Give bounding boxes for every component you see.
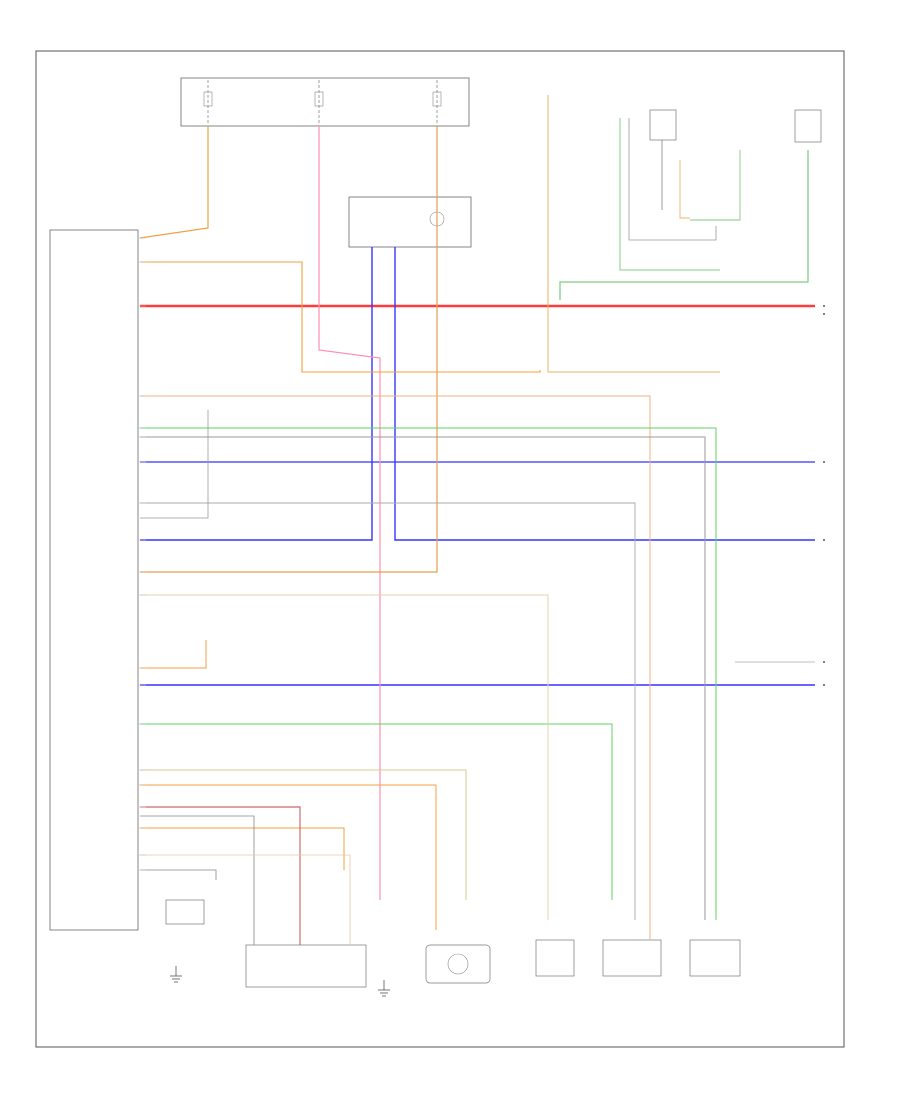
connector-top-1	[649, 109, 677, 141]
wire-tan-3	[679, 160, 690, 219]
wire-orange-3	[140, 126, 438, 573]
wire-blue-2	[140, 247, 373, 541]
component-injectors	[245, 944, 367, 988]
wire-green-4	[559, 150, 809, 300]
fuse-1	[203, 80, 213, 124]
ground-symbol-right	[378, 980, 390, 997]
wire-orange-7	[140, 784, 437, 930]
wire-pink	[318, 126, 381, 900]
wire-orange-2	[140, 261, 541, 373]
wire-gray-4	[628, 118, 717, 241]
wire-gray-2	[140, 502, 636, 920]
component-pressure-sensor	[689, 939, 741, 977]
relay-box	[348, 196, 472, 248]
fuse-3	[432, 80, 442, 124]
fuse-2	[314, 80, 324, 124]
wire-green-1	[140, 427, 717, 920]
ecm-pin-ticks	[138, 237, 146, 871]
component-fuel-gauge	[535, 939, 575, 977]
wire-blue-3	[394, 247, 815, 541]
component-switch	[165, 899, 205, 925]
component-fuel-tank-sensor	[602, 939, 662, 977]
wire-gray-3	[140, 410, 209, 519]
wire-tan-1	[140, 594, 549, 920]
wire-tan-6	[140, 854, 351, 945]
wire-green-3	[619, 118, 720, 271]
connector-top-2	[794, 109, 822, 143]
wire-green-2	[140, 723, 613, 900]
wire-green-5	[690, 150, 741, 221]
wire-tan-4	[140, 806, 301, 945]
wire-end-markers	[823, 305, 825, 686]
diagram-frame	[35, 50, 845, 1048]
wire-orange-1	[139, 126, 209, 239]
wire-tan-5	[140, 815, 255, 945]
wire-orange-6	[140, 640, 207, 669]
component-cam-sensor	[425, 944, 491, 984]
wire-gray-5	[140, 140, 663, 880]
wire-orange-8	[140, 827, 345, 870]
fuse-block	[180, 77, 470, 127]
wire-orange-4	[547, 95, 720, 373]
wire-tan-2	[140, 769, 467, 900]
ecm-module	[49, 229, 139, 931]
wire-orange-5	[140, 395, 651, 940]
ground-symbol-left	[170, 966, 182, 983]
wire-gray-1	[140, 436, 706, 920]
